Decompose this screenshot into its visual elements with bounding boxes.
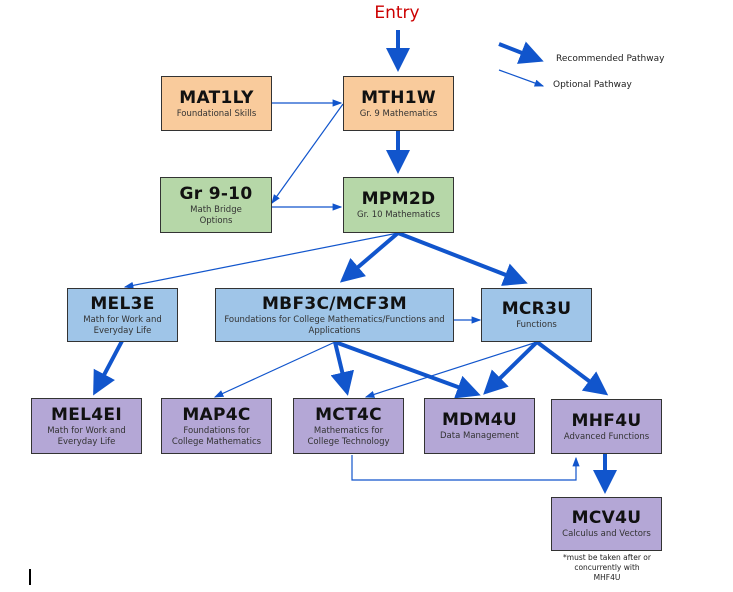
course-box-mbf3c-mcf3m[interactable]: MBF3C/MCF3M Foundations for College Math… — [215, 288, 454, 342]
course-box-mel4ei[interactable]: MEL4EI Math for Work and Everyday Life — [31, 398, 142, 454]
text-cursor — [29, 569, 31, 585]
note-line1: *must be taken after or — [563, 553, 651, 562]
course-name-line1: Foundations for — [183, 425, 250, 436]
course-code: MBF3C/MCF3M — [261, 293, 408, 314]
note-line3: MHF4U — [593, 573, 621, 582]
arrow-mbf3c-mct4c — [330, 341, 355, 396]
course-name-line1: Math for Work and — [47, 425, 126, 436]
course-name-line2: College Mathematics — [171, 436, 262, 447]
course-name-line1: Foundations for College Mathematics/Func… — [224, 314, 445, 325]
course-code: MTH1W — [361, 87, 436, 108]
arrow-mpm2d-mel3e — [123, 232, 399, 289]
course-name: Advanced Functions — [563, 431, 650, 442]
course-box-mct4c[interactable]: MCT4C Mathematics for College Technology — [293, 398, 404, 454]
course-name-line1: Mathematics for — [313, 425, 384, 436]
course-name: Gr. 10 Mathematics — [357, 210, 440, 220]
course-name: Functions — [516, 320, 557, 330]
course-name-line1: Math Bridge — [190, 204, 242, 215]
course-name-line2: Everyday Life — [57, 436, 116, 447]
course-box-mcv4u[interactable]: MCV4U Calculus and Vectors — [551, 497, 662, 551]
course-name-line2: Everyday Life — [93, 325, 152, 336]
arrow-mpm2d-mbf3c — [339, 231, 400, 283]
course-code: Gr 9-10 — [179, 183, 253, 204]
course-code: MEL3E — [90, 293, 155, 314]
course-code: MHF4U — [571, 410, 642, 431]
course-name-line2: Options — [199, 215, 233, 226]
course-box-mth1w[interactable]: MTH1W Gr. 9 Mathematics — [343, 76, 454, 131]
course-name: Calculus and Vectors — [562, 529, 651, 539]
course-name-line1: Math for Work and — [83, 314, 162, 325]
course-name: Gr. 9 Mathematics — [359, 108, 438, 119]
arrow-mcr3u-mhf4u — [535, 340, 609, 396]
course-code: MAP4C — [182, 404, 251, 425]
legend-recommended-label: Recommended Pathway — [556, 54, 665, 64]
course-box-mdm4u[interactable]: MDM4U Data Management — [424, 398, 535, 454]
legend-optional-arrow — [498, 69, 545, 87]
course-code: MDM4U — [441, 410, 518, 430]
course-box-gr910[interactable]: Gr 9-10 Math Bridge Options — [160, 177, 272, 233]
course-box-mpm2d[interactable]: MPM2D Gr. 10 Mathematics — [343, 177, 454, 233]
legend-optional-label: Optional Pathway — [553, 80, 632, 90]
course-name-line2: Applications — [308, 325, 361, 336]
arrow-mth1w-gr910 — [271, 103, 344, 204]
mcv4u-note: *must be taken after or concurrently wit… — [551, 553, 663, 583]
course-box-mel3e[interactable]: MEL3E Math for Work and Everyday Life — [67, 288, 178, 342]
arrow-mbf3c-mdm4u — [334, 340, 481, 399]
course-code: MEL4EI — [51, 404, 122, 425]
course-code: MAT1LY — [179, 87, 254, 108]
course-code: MPM2D — [361, 189, 436, 209]
course-code: MCV4U — [571, 508, 642, 528]
arrow-mcr3u-mdm4u — [483, 340, 539, 395]
entry-label: Entry — [374, 3, 420, 23]
course-box-mhf4u[interactable]: MHF4U Advanced Functions — [551, 399, 662, 454]
course-code: MCR3U — [501, 299, 572, 319]
legend-recommended-arrow — [498, 41, 544, 64]
arrow-mel3e-mel4ei — [93, 340, 124, 396]
course-name: Foundational Skills — [176, 108, 257, 119]
course-name: Data Management — [440, 431, 519, 441]
note-line2: concurrently with — [574, 563, 640, 572]
course-box-map4c[interactable]: MAP4C Foundations for College Mathematic… — [161, 398, 272, 454]
course-code: MCT4C — [315, 404, 382, 425]
course-name-line2: College Technology — [307, 436, 390, 447]
arrow-mbf3c-map4c — [213, 341, 336, 398]
course-box-mcr3u[interactable]: MCR3U Functions — [481, 288, 592, 342]
arrow-mcr3u-mct4c — [364, 341, 538, 398]
arrow-mct4c-mhf4u — [351, 455, 580, 481]
arrow-mpm2d-mcr3u — [397, 231, 528, 286]
course-box-mat1ly[interactable]: MAT1LY Foundational Skills — [161, 76, 272, 131]
